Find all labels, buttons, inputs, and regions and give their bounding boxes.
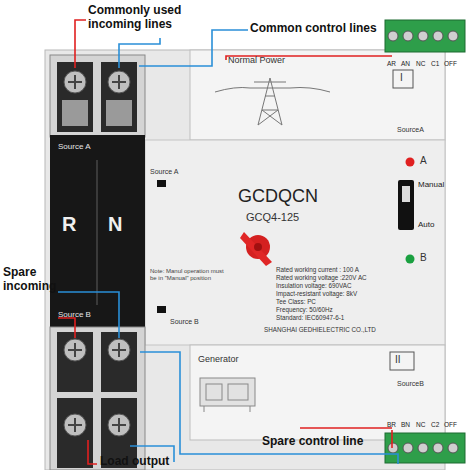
brand-name: GCDQCN xyxy=(238,186,318,207)
panel-number: I xyxy=(400,72,403,84)
terminal-screw xyxy=(433,443,443,453)
cover-label: Source A xyxy=(58,142,90,151)
spec-line: Standard: IEC60947-6-1 xyxy=(276,314,344,321)
source-label: SourceB xyxy=(397,380,424,388)
terminal-screw xyxy=(418,443,428,453)
spec-line: Impact-resistant voltage: 8kV xyxy=(276,290,357,297)
terminal-screw xyxy=(433,31,443,41)
pin-name: AN xyxy=(401,60,410,67)
terminal-screw xyxy=(388,443,398,453)
pin-name: C2 xyxy=(431,421,439,428)
source-label: Source A xyxy=(150,168,178,176)
source-label: SourceA xyxy=(397,126,424,134)
mode-label: Manual xyxy=(418,180,444,189)
terminal-screw xyxy=(388,31,398,41)
pin-name: OFF xyxy=(444,421,457,428)
cover-label: Source B xyxy=(58,310,91,319)
indicator-label: B xyxy=(420,252,427,264)
annotation: Common control lines xyxy=(250,22,377,36)
terminal-screw xyxy=(448,443,458,453)
indicator-label: A xyxy=(420,155,427,167)
annotation: Spare incoming xyxy=(3,266,59,294)
annotation: Load output xyxy=(100,455,169,469)
panel-label: Generator xyxy=(198,354,239,364)
manufacturer: SHANGHAI GEDHIELECTRIC CO.,LTD xyxy=(264,326,376,333)
spec-line: Rated working voltage :220V AC xyxy=(276,274,367,281)
spec-line: Frequency: 50/60Hz xyxy=(276,306,333,313)
pin-name: AR xyxy=(387,60,396,67)
source-label: Source B xyxy=(170,318,199,326)
model-number: GCQ4-125 xyxy=(246,211,299,224)
terminal-screw xyxy=(418,31,428,41)
terminal-screw xyxy=(403,443,413,453)
pin-name: BN xyxy=(401,421,410,428)
spec-line: Insulation voltage: 690VAC xyxy=(276,282,352,289)
mode-label: Auto xyxy=(418,220,434,229)
spec-line: Tee Class: PC xyxy=(276,298,316,305)
phase-letter: R xyxy=(62,213,76,236)
panel-label: Normal Power xyxy=(228,55,285,65)
terminal-screw xyxy=(403,31,413,41)
phase-letter: N xyxy=(108,213,122,236)
pin-name: C1 xyxy=(431,60,439,67)
pin-name: OFF xyxy=(444,60,457,67)
pin-name: NC xyxy=(416,60,425,67)
annotation: Spare control line xyxy=(262,435,363,449)
panel-number: II xyxy=(395,354,401,366)
terminal-screw xyxy=(448,31,458,41)
spec-line: Rated working current : 100 A xyxy=(276,266,359,273)
annotation: Commonly used incoming lines xyxy=(88,4,208,32)
pin-name: NC xyxy=(416,421,425,428)
note-text: Note: Manul operation must be in "Manual… xyxy=(150,268,230,282)
pin-name: BR xyxy=(387,421,396,428)
